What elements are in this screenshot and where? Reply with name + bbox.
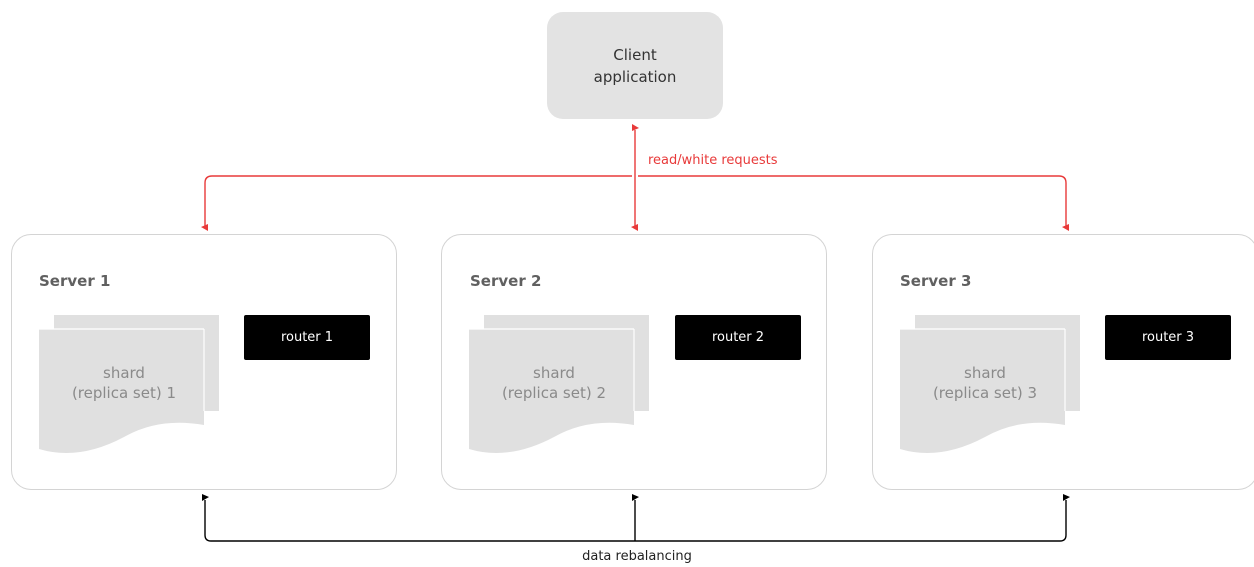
rebalance-arrowheads (202, 494, 1070, 501)
server-3-title: Server 3 (900, 272, 972, 290)
shard-2-front-page (469, 329, 634, 453)
shard-3-label: shard (replica set) 3 (890, 363, 1080, 403)
router-2-node: router 2 (675, 315, 801, 360)
shard-1-front-page (39, 329, 204, 453)
request-branch-right (638, 175, 1067, 226)
server-2-title: Server 2 (470, 272, 542, 290)
request-arrows (204, 130, 1067, 226)
shard-2-icon (469, 315, 649, 453)
shard-1-label-line1: shard (103, 364, 145, 382)
shard-2-label: shard (replica set) 2 (459, 363, 649, 403)
request-arrowhead-server-3 (1062, 224, 1069, 231)
rebalance-arrows (204, 500, 1067, 542)
rebalance-arrowhead-server-3 (1063, 494, 1070, 501)
request-arrowhead-server-1 (201, 224, 208, 231)
client-application-node: Client application (547, 12, 723, 119)
client-label-line1: Client (613, 45, 657, 64)
request-branch-left (204, 175, 632, 226)
request-arrowheads (201, 124, 1069, 231)
requests-edge-label: read/white requests (648, 153, 778, 168)
shard-3-front-page (900, 329, 1065, 453)
shard-3-label-line2: (replica set) 3 (932, 384, 1038, 402)
shard-2-label-line1: shard (533, 364, 575, 382)
shard-1-icon (39, 315, 219, 453)
shard-1-label-line2: (replica set) 1 (71, 384, 177, 402)
shard-3-label-line1: shard (964, 364, 1006, 382)
router-1-node: router 1 (244, 315, 370, 360)
request-arrowhead-client (632, 124, 639, 131)
server-1-title: Server 1 (39, 272, 111, 290)
router-3-node: router 3 (1105, 315, 1231, 360)
rebalance-arrowhead-server-1 (202, 494, 209, 501)
request-arrowhead-server-2 (631, 224, 638, 231)
client-label-line2: application (593, 67, 677, 86)
rebalancing-edge-label: data rebalancing (582, 549, 692, 564)
rebalance-arrowhead-server-2 (632, 494, 639, 501)
shard-1-label: shard (replica set) 1 (29, 363, 219, 403)
shard-2-label-line2: (replica set) 2 (501, 384, 607, 402)
shard-3-icon (900, 315, 1080, 453)
